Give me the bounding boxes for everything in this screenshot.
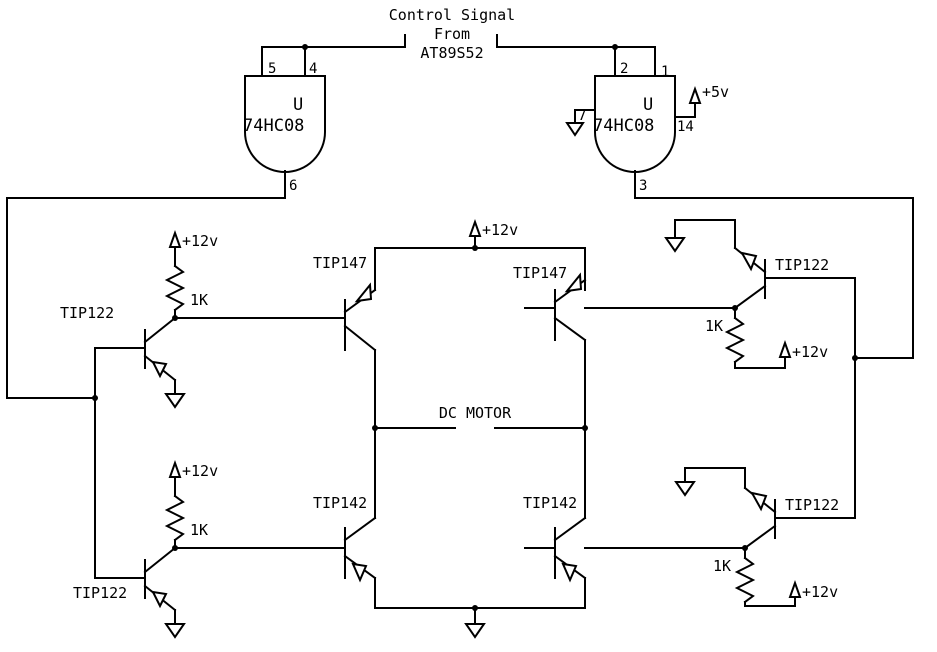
u2-ref-label: U — [643, 95, 653, 115]
u2-pin7-label: 7 — [578, 108, 586, 124]
junction-dot — [582, 425, 588, 431]
and-gate-u1 — [244, 75, 326, 199]
control-signal-label: Control Signal — [389, 6, 515, 24]
junction-dot — [852, 355, 858, 361]
ground-symbol — [674, 481, 696, 497]
u2-pin2-label: 2 — [620, 61, 628, 77]
plus5v-label: +5v — [702, 83, 729, 101]
q8-label: TIP122 — [785, 496, 839, 514]
u1-part-label: 74HC08 — [243, 116, 304, 136]
q6-tip142-transistor — [553, 516, 587, 583]
q8-emitter-wire — [684, 467, 746, 489]
q7-label: TIP122 — [775, 256, 829, 274]
q4-tip147-transistor — [553, 272, 587, 342]
r4-resistor — [734, 556, 756, 604]
r2-value-label: 1K — [190, 521, 208, 539]
r3-bottom-wire — [734, 357, 786, 369]
plus12v-label-top: +12v — [482, 221, 518, 239]
ground-symbol — [565, 122, 585, 137]
control-wire-left — [261, 34, 406, 77]
bridge-bottom-wire — [374, 577, 586, 609]
ground-symbol — [664, 237, 686, 253]
junction-dot — [372, 425, 378, 431]
u2-part-label: 74HC08 — [593, 116, 654, 136]
control-wire-right — [496, 34, 656, 77]
control-source-label: AT89S52 — [420, 44, 483, 62]
u1-pin6-label: 6 — [289, 178, 297, 194]
q3-emitter-wire — [374, 247, 586, 291]
q6-label: TIP142 — [523, 494, 577, 512]
plus12v-label-r3: +12v — [792, 343, 828, 361]
r1-value-label: 1K — [190, 291, 208, 309]
plus12v-label-r4: +12v — [802, 583, 838, 601]
u1-ref-label: U — [293, 95, 303, 115]
r3-resistor — [724, 316, 746, 364]
plus12v-label-r1: +12v — [182, 232, 218, 250]
r4-value-label: 1K — [713, 557, 731, 575]
u2-gnd-wire — [574, 109, 596, 123]
r4-bottom-wire — [744, 597, 796, 607]
u1-pin4-label: 4 — [309, 61, 317, 77]
plus12v-supply-symbol — [778, 340, 792, 358]
r1-resistor — [164, 264, 186, 312]
u1-pin5-label: 5 — [268, 61, 276, 77]
q2-label: TIP122 — [73, 584, 127, 602]
ground-symbol — [164, 623, 186, 639]
junction-dot — [92, 395, 98, 401]
q3-tip147-transistor — [343, 282, 377, 352]
and-gate-u2 — [594, 75, 676, 199]
q3-label: TIP147 — [313, 254, 367, 272]
u1-out-wire — [6, 197, 286, 399]
q7-tip122-transistor — [733, 246, 767, 310]
junction-dot — [302, 44, 308, 50]
dc-motor-label: DC MOTOR — [439, 404, 512, 422]
plus12v-supply-symbol — [168, 460, 182, 478]
plus12v-supply-symbol — [168, 230, 182, 248]
ground-symbol — [464, 623, 486, 639]
junction-dot — [612, 44, 618, 50]
q1-tip122-transistor — [143, 316, 177, 382]
q8-tip122-transistor — [743, 486, 777, 550]
q5-label: TIP142 — [313, 494, 367, 512]
u2-pin1-label: 1 — [661, 64, 669, 80]
r3-value-label: 1K — [705, 317, 723, 335]
u2-pin14-label: 14 — [677, 119, 694, 135]
right-drive-bus — [764, 277, 856, 519]
plus12v-label-r2: +12v — [182, 462, 218, 480]
q7-emitter-wire — [674, 219, 736, 249]
u2-pin3-label: 3 — [639, 178, 647, 194]
q4-label: TIP147 — [513, 264, 567, 282]
r2-resistor — [164, 494, 186, 542]
ground-symbol — [164, 393, 186, 409]
u2-out-wire — [634, 197, 914, 359]
plus12v-supply-symbol — [788, 580, 802, 598]
left-drive-bus — [94, 347, 146, 579]
q5-tip142-transistor — [343, 516, 377, 583]
control-from-label: From — [434, 25, 470, 43]
u2-vcc-wire — [674, 104, 696, 118]
plus12v-supply-symbol — [468, 219, 482, 237]
q1-label: TIP122 — [60, 304, 114, 322]
plus5v-supply-symbol — [688, 86, 702, 104]
q2-tip122-transistor — [143, 546, 177, 612]
